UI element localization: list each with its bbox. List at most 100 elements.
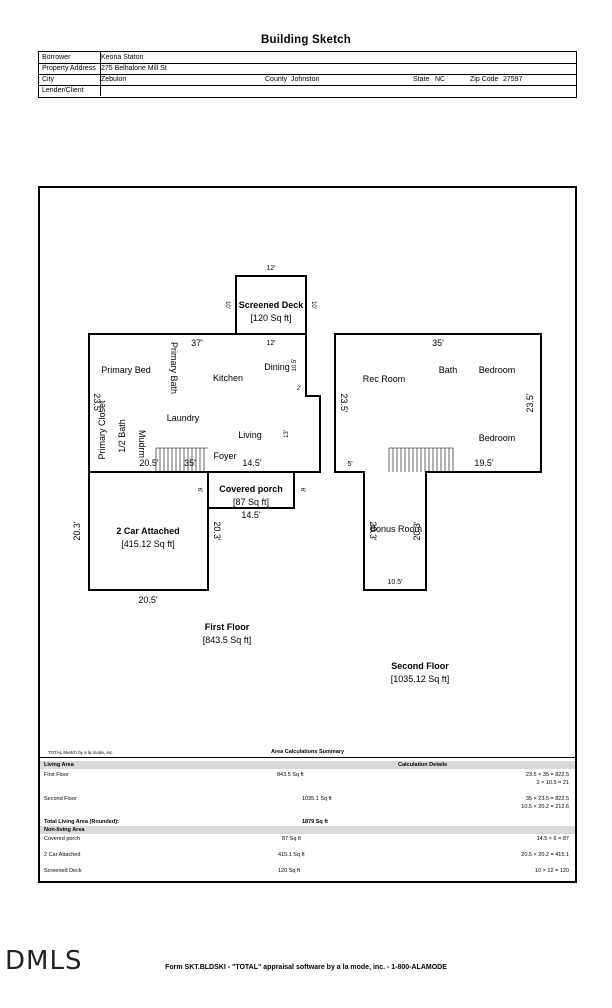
bonus-bottom-dim: 10.5' [388,579,403,586]
state-label: State [413,76,430,83]
sf-right-dim: 23.5' [525,393,535,413]
bonus-left-dim: 20.3' [368,521,378,541]
second-floor-label: Second Floor [44,796,77,802]
porch-area: [87 Sq ft] [233,497,269,507]
first-floor-calc-2: 2 × 10.5 = 21 [536,780,569,786]
living-area-header: Living Area [44,762,74,768]
county-value: Johnston [291,76,320,83]
deck-area: [120 Sq ft] [250,313,291,323]
ff-bottom-dim-mid: 35' [184,458,196,468]
second-floor-area: 1035.1 Sq ft [302,796,332,802]
lender-row: Lender/Client [39,85,576,96]
sf-name: Second Floor [391,661,449,671]
sketch-area: 12' Screened Deck [120 Sq ft] 12' 10' 10… [38,186,577,883]
stairs-second-floor [388,447,454,472]
lender-label: Lender/Client [42,87,84,94]
sf-top-dim: 35' [432,338,444,348]
sf-left-dim: 23.5' [339,393,349,413]
state-value: NC [435,76,446,83]
ff-right-dim-upper: 10.5' [292,359,298,372]
area-calculations-summary: Area Calculations Summary Living Area Ca… [40,749,575,882]
room-foyer: Foyer [213,451,236,461]
second-floor-calc-2: 10.5 × 20.2 = 212.6 [521,804,569,810]
deck-bottom-dim: 12' [266,340,275,347]
deck-top-dim: 12' [266,265,275,272]
zip-value: 27597 [503,76,523,83]
garage-calc-area: 415.1 Sq ft [278,852,305,858]
covered-porch-label: Covered porch [44,836,81,842]
floor-plan-drawing: 12' Screened Deck [120 Sq ft] 12' 10' 10… [48,265,542,755]
city-row: City Zebulon County Johnston State NC Zi… [39,74,576,86]
borrower-value: Keona Staton [101,54,144,61]
room-primary-closet: Primary Closet [97,400,107,460]
non-living-header: Non-living Area [44,827,85,833]
document-title: Building Sketch [261,34,351,46]
calc-title: Area Calculations Summary [270,749,345,755]
screened-deck-calc: 10 × 12 = 120 [535,868,569,874]
room-primary-bed: Primary Bed [101,365,151,375]
screened-deck-label: Screened Deck [44,868,82,874]
room-living: Living [238,430,262,440]
screened-deck-area: 120 Sq ft [278,868,301,874]
room-dining: Dining [264,362,290,372]
room-bonus: Bonus Room [370,524,422,534]
room-mudrm: Mudrm [137,430,147,458]
bonus-right-dim: 20.3' [412,521,422,541]
first-floor-calc-1: 23.5 × 35 = 822.5 [525,772,569,778]
ff-name: First Floor [205,622,250,632]
property-info-table: Borrower Keona Staton Property Address 2… [38,51,577,98]
garage-left-dim: 20.3' [72,521,82,541]
sf-bottom-dim-left: 5' [347,461,352,468]
address-row: Property Address 275 Belhalone Mill St [39,63,576,75]
total-living-label: Total Living Area (Rounded): [44,819,119,825]
calc-details-header: Calculation Details [398,762,448,768]
garage-right-dim: 20.3' [212,521,222,541]
porch-name: Covered porch [219,484,283,494]
sketch-credit: TOTAL Sketch by a la mode, inc. [48,750,113,755]
deck-name: Screened Deck [239,300,305,310]
second-floor-calc-1: 35 × 23.5 = 822.5 [525,796,569,802]
ff-area: [843.5 Sq ft] [203,635,252,645]
garage-area: [415.12 Sq ft] [121,539,175,549]
borrower-row: Borrower Keona Staton [39,52,576,64]
city-label: City [42,76,55,83]
county-label: County [265,76,288,83]
garage-name: 2 Car Attached [116,526,179,536]
room-bedroom-2: Bedroom [479,433,516,443]
room-kitchen: Kitchen [213,373,243,383]
sf-bottom-dim-right: 19.5' [474,458,494,468]
sf-area: [1035.12 Sq ft] [391,674,450,684]
city-value: Zebulon [101,76,127,83]
second-floor-outline [334,333,542,591]
room-bath-upstairs: Bath [439,365,458,375]
ff-right-dim-lower: 13' [284,430,290,438]
zip-label: Zip Code [470,76,499,83]
garage-bottom-dim: 20.5' [138,595,158,605]
porch-left-dim: 6' [196,488,202,492]
ff-bottom-dim-right: 14.5' [242,458,262,468]
address-label: Property Address [42,65,96,72]
borrower-label: Borrower [42,54,71,61]
room-half-bath: 1/2 Bath [117,419,127,453]
address-value: 275 Belhalone Mill St [101,65,167,72]
deck-right-dim: 10' [310,301,316,309]
dmls-logo: DMLS [5,946,83,976]
form-footer-text: Form SKT.BLDSKI - "TOTAL" appraisal soft… [165,964,447,971]
porch-right-dim: 6' [299,488,305,492]
room-bedroom-1: Bedroom [479,365,516,375]
garage-label: 2 Car Attached [44,852,81,858]
stairs-first-floor [155,447,208,472]
porch-bottom-dim: 14.5' [241,510,261,520]
garage-calc: 20.5 × 20.2 = 415.1 [521,852,569,858]
room-primary-bath: Primary Bath [169,342,179,394]
ff-right-dim-mid: 2' [297,386,301,392]
deck-left-dim: 10' [224,301,230,309]
total-living-value: 1879 Sq ft [302,819,328,825]
ff-top-dim: 37' [191,338,203,348]
covered-porch-area: 87 Sq ft [282,836,301,842]
garage-outline [88,471,209,591]
first-floor-label: First Floor [44,772,69,778]
covered-porch-calc: 14.5 × 6 = 87 [536,836,569,842]
ff-left-dim: 23.5' [92,393,102,413]
ff-bottom-dim-left: 20.5' [139,458,159,468]
